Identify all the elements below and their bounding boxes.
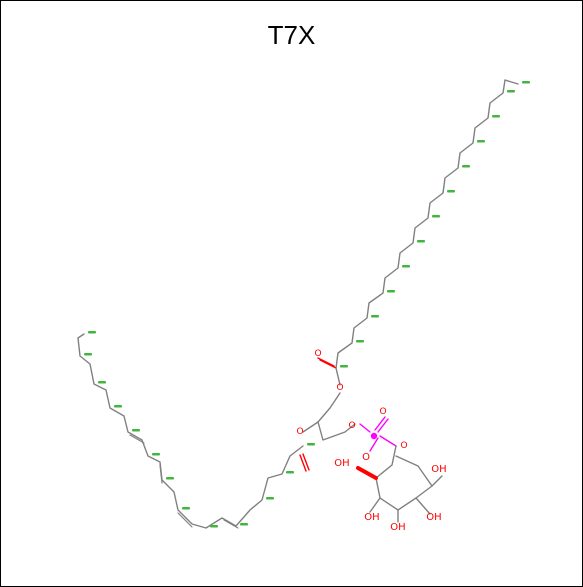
oxygen-atom-label: O xyxy=(336,383,343,393)
carbonyl-bond-upper xyxy=(319,359,337,369)
carbon-label-mark xyxy=(114,405,122,408)
double-bond-1 xyxy=(223,519,239,529)
carbon-label-mark xyxy=(356,340,364,343)
carbon-label-mark xyxy=(507,90,515,93)
carbon-label-mark xyxy=(84,353,92,356)
structure-title: T7X xyxy=(267,20,316,50)
double-bond-2 xyxy=(177,512,193,528)
oxygen-atom-label: O xyxy=(296,427,303,437)
carbon-label-mark xyxy=(132,429,140,432)
carbon-label-mark xyxy=(417,240,425,243)
carbon-label-mark xyxy=(387,290,395,293)
carbon-label-mark xyxy=(371,315,379,318)
oxygen-atom-label: O xyxy=(314,349,321,359)
phosphate-bond-1 xyxy=(359,423,371,433)
carbon-label-mark xyxy=(240,523,248,526)
carbonyl-bond-upper-double xyxy=(317,357,335,367)
carbon-label-mark xyxy=(210,525,218,528)
ester-bond-upper xyxy=(335,367,341,386)
hydroxyl-label: OH xyxy=(364,512,379,523)
inositol-oh-bond-2 xyxy=(415,497,431,515)
hydroxyl-label: OH xyxy=(431,464,446,475)
bond-layer xyxy=(77,79,519,529)
double-bond-3 xyxy=(159,464,163,484)
double-bond-4 xyxy=(129,434,145,444)
glycerol-ester-bond xyxy=(302,421,319,433)
carbon-label-mark xyxy=(98,381,106,384)
atom-label-layer: O O O O O O O OH OH OH OH OH xyxy=(84,81,530,533)
phosphorus-atom xyxy=(370,432,378,440)
carbon-label-mark xyxy=(340,365,348,368)
oxygen-atom-label: O xyxy=(400,441,407,451)
carbon-label-mark xyxy=(522,81,530,84)
phosphate-ring-bond xyxy=(379,435,397,447)
inositol-wedge-bond xyxy=(356,466,378,480)
carbon-label-mark xyxy=(477,140,485,143)
carbon-label-mark xyxy=(152,453,160,456)
carbon-label-mark xyxy=(266,497,274,500)
upper-acyl-chain xyxy=(335,79,519,369)
carbon-label-mark xyxy=(307,443,315,446)
phosphate-double-bond xyxy=(374,416,386,431)
carbon-label-mark xyxy=(182,507,190,510)
carbon-label-mark xyxy=(492,115,500,118)
hydroxyl-label: OH xyxy=(334,458,349,469)
inositol-oh-bond-4 xyxy=(369,497,381,513)
phosphate-double-bond-2 xyxy=(377,418,389,433)
inositol-oh-bond-1 xyxy=(431,475,443,487)
oxygen-atom-label: O xyxy=(379,407,386,417)
carbon-label-mark xyxy=(462,165,470,168)
carbonyl-bond-lower xyxy=(299,454,307,472)
carbon-label-mark xyxy=(88,331,96,334)
phosphate-oh-bond xyxy=(369,437,379,452)
glycerol-backbone xyxy=(317,392,356,441)
hydroxyl-label: OH xyxy=(390,522,405,533)
carbon-label-mark xyxy=(166,477,174,480)
inositol-ring xyxy=(375,445,433,511)
carbon-label-mark xyxy=(447,190,455,193)
carbon-label-mark xyxy=(432,215,440,218)
carbon-label-mark xyxy=(286,471,294,474)
hydroxyl-label: OH xyxy=(426,512,441,523)
carbon-label-mark xyxy=(402,265,410,268)
oxygen-atom-label: O xyxy=(348,421,355,431)
hydroxyl-label: O xyxy=(362,452,370,463)
carbonyl-bond-lower-double xyxy=(302,453,310,471)
